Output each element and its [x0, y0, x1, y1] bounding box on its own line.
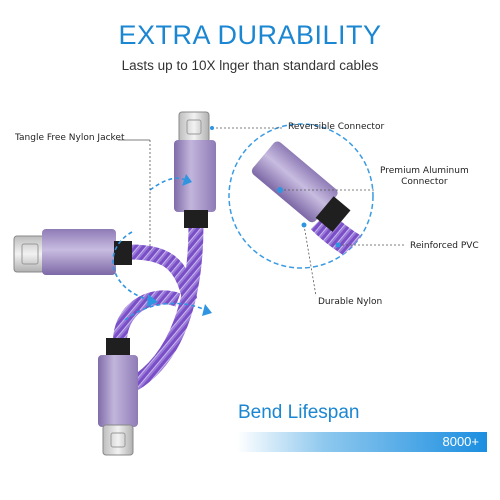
zoom-pvc-collar — [315, 196, 351, 232]
bend-lifespan-value: 8000+ — [442, 434, 479, 449]
left-pvc-collar — [114, 241, 132, 265]
callout-premium-line2: Connector — [401, 177, 448, 187]
callout-premium-line1: Premium Aluminum — [380, 166, 469, 176]
bottom-usb-tip — [102, 424, 134, 456]
bend-lifespan-title: Bend Lifespan — [238, 402, 360, 423]
cable-braid-bottom — [112, 290, 181, 346]
page-title: EXTRA DURABILITY — [118, 20, 382, 50]
page-subtitle: Lasts up to 10X lnger than standard cabl… — [121, 58, 379, 73]
callout-reversible-connector: Reversible Connector — [288, 122, 385, 132]
top-aluminum-housing — [174, 140, 216, 212]
bend-lifespan-bar: 8000+ — [237, 432, 487, 452]
top-pvc-collar — [184, 210, 208, 228]
left-usb-tip — [13, 235, 45, 273]
callout-durable-nylon: Durable Nylon — [318, 297, 383, 307]
callout-tangle-free: Tangle Free Nylon Jacket — [15, 133, 125, 143]
bend-arrow-bottom — [124, 302, 206, 321]
cable-braid-main — [128, 224, 204, 392]
cable-braid-left — [129, 244, 198, 302]
zoom-aluminum-housing — [251, 141, 338, 223]
left-aluminum-housing — [42, 229, 116, 275]
callout-reinforced-pvc: Reinforced PVC — [410, 241, 479, 251]
bottom-aluminum-housing — [98, 355, 138, 427]
callout-premium-aluminum: Premium Aluminum Connector — [380, 166, 469, 188]
bend-arrow-left — [112, 231, 151, 301]
top-usb-tip — [178, 111, 210, 143]
bend-arrow-top — [149, 177, 186, 191]
bottom-pvc-collar — [106, 338, 130, 358]
